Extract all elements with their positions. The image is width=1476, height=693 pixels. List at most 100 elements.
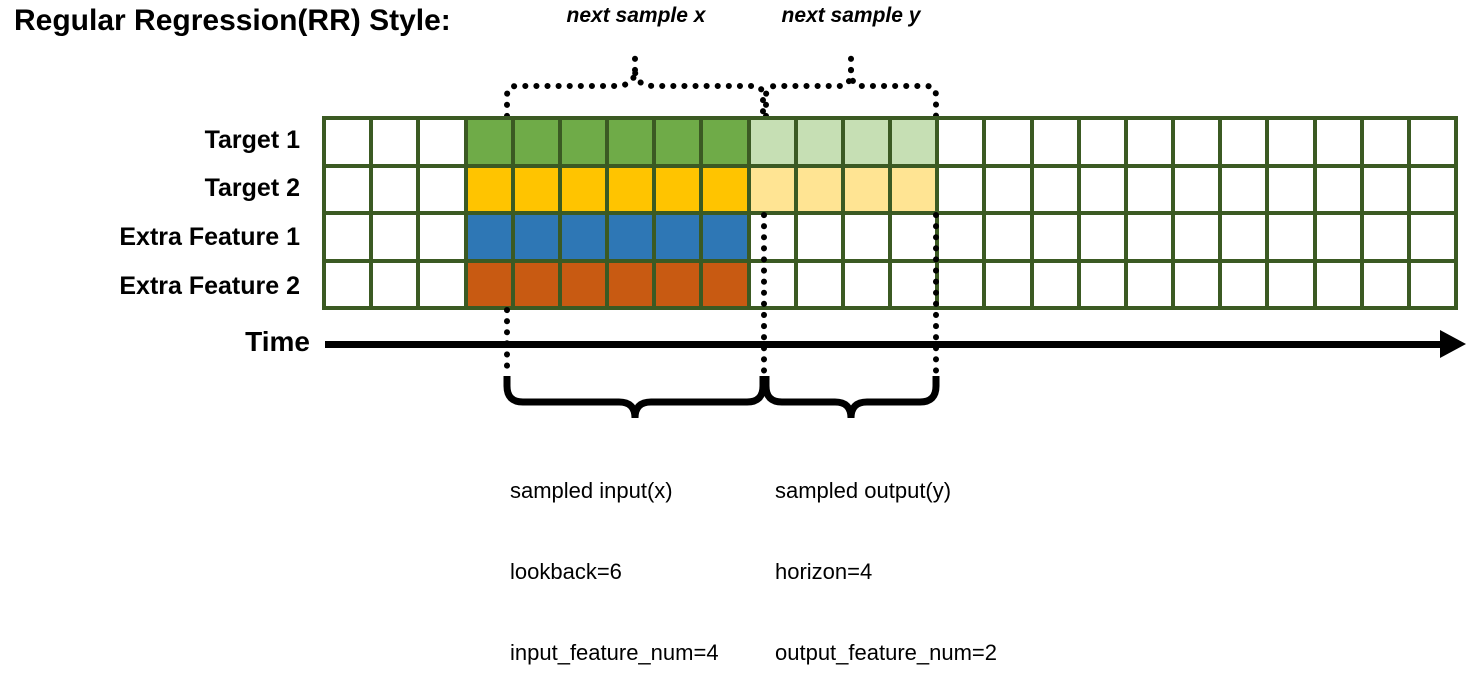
grid-cell-r2-c15-empty [986,167,1030,211]
grid-cell-r4-c3-empty [420,262,464,306]
grid-cell-r3-c3-empty [420,215,464,259]
grid-cell-r2-c11-target2-faded [797,167,841,211]
time-axis-label: Time [245,326,310,357]
grid-cell-r2-c21-empty [1269,167,1313,211]
grid-cell-r4-c8-extra-feature-2 [656,262,700,306]
grid-cell-r3-c23-empty [1363,215,1407,259]
grid-cell-r4-c15-empty [986,262,1030,306]
grid-cell-r1-c14-empty [939,120,983,164]
grid-cell-r4-c7-extra-feature-2 [609,262,653,306]
grid-cell-r1-c19-empty [1175,120,1219,164]
grid-cell-r1-c5-target1 [514,120,558,164]
grid-cell-r2-c2-empty [373,167,417,211]
grid-cell-r3-c18-empty [1127,215,1171,259]
grid-cell-r2-c6-target2 [561,167,605,211]
annotation-sampled-input: sampled input(x) lookback=6 input_featur… [510,423,719,693]
grid-cell-r2-c17-empty [1080,167,1124,211]
grid-cell-r1-c1-empty [326,120,370,164]
grid-cell-r3-c15-empty [986,215,1030,259]
grid-cell-r4-c21-empty [1269,262,1313,306]
time-axis-arrow-icon [1440,330,1466,358]
grid-cell-r2-c24-empty [1410,167,1454,211]
grid-cell-r3-c24-empty [1410,215,1454,259]
row-label-extra-feature-1: Extra Feature 1 [119,223,300,251]
grid-cell-r4-c18-empty [1127,262,1171,306]
grid-cell-r1-c22-empty [1316,120,1360,164]
grid-cell-r3-c4-extra-feature-1 [467,215,511,259]
grid-cell-r2-c8-target2 [656,167,700,211]
grid-cell-r2-c4-target2 [467,167,511,211]
grid-cell-r3-c21-empty [1269,215,1313,259]
grid-cell-r2-c14-empty [939,167,983,211]
grid-cell-r1-c20-empty [1222,120,1266,164]
grid-cell-r2-c23-empty [1363,167,1407,211]
grid-cell-r4-c5-extra-feature-2 [514,262,558,306]
grid-cell-r4-c24-empty [1410,262,1454,306]
grid-cell-r4-c9-extra-feature-2 [703,262,747,306]
annotation-sampled-output: sampled output(y) horizon=4 output_featu… [775,423,997,693]
grid-cell-r3-c17-empty [1080,215,1124,259]
grid-cell-r1-c13-target1-faded [892,120,936,164]
grid-cell-r1-c11-target1-faded [797,120,841,164]
grid-cell-r2-c16-empty [1033,167,1077,211]
grid-cell-r3-c16-empty [1033,215,1077,259]
grid-cell-r4-c19-empty [1175,262,1219,306]
grid-cell-r3-c19-empty [1175,215,1219,259]
grid-cell-r3-c5-extra-feature-1 [514,215,558,259]
grid-cell-r3-c22-empty [1316,215,1360,259]
grid-cell-r1-c24-empty [1410,120,1454,164]
grid-cell-r2-c7-target2 [609,167,653,211]
grid-cell-r1-c18-empty [1127,120,1171,164]
grid-cell-r1-c7-target1 [609,120,653,164]
grid-cell-r4-c12-empty [844,262,888,306]
grid-cell-r3-c13-empty [892,215,936,259]
grid-cell-r2-c1-empty [326,167,370,211]
annotation-output-line-3: output_feature_num=2 [775,640,998,665]
annotation-input-line-1: sampled input(x) [510,478,673,503]
row-label-target-2: Target 2 [204,174,300,202]
grid-cell-r1-c3-empty [420,120,464,164]
grid-cell-r4-c13-empty [892,262,936,306]
grid-cell-r3-c7-extra-feature-1 [609,215,653,259]
grid-cell-r3-c1-empty [326,215,370,259]
grid-cell-r4-c23-empty [1363,262,1407,306]
grid-cell-r2-c22-empty [1316,167,1360,211]
grid-cell-r3-c11-empty [797,215,841,259]
grid-cell-r4-c1-empty [326,262,370,306]
grid-cell-r4-c2-empty [373,262,417,306]
grid-cell-r2-c5-target2 [514,167,558,211]
grid-cell-r4-c16-empty [1033,262,1077,306]
row-label-target-1: Target 1 [204,126,300,154]
grid-cell-r1-c21-empty [1269,120,1313,164]
page-title: Regular Regression(RR) Style: [14,4,451,37]
grid-cell-r3-c2-empty [373,215,417,259]
grid-cell-r2-c20-empty [1222,167,1266,211]
grid-cell-r3-c8-extra-feature-1 [656,215,700,259]
grid-cell-r2-c9-target2 [703,167,747,211]
grid-cell-r3-c9-extra-feature-1 [703,215,747,259]
row-label-extra-feature-2: Extra Feature 2 [119,272,300,300]
grid-cell-r2-c10-target2-faded [750,167,794,211]
brace-caption-next-sample-y: next sample y [781,4,921,27]
grid-cell-r4-c14-empty [939,262,983,306]
top-dotted-braces [504,53,939,119]
grid-cell-r1-c9-target1 [703,120,747,164]
grid-cell-r1-c16-empty [1033,120,1077,164]
grid-cell-r1-c6-target1 [561,120,605,164]
time-axis-line [325,341,1450,348]
grid-cell-r2-c18-empty [1127,167,1171,211]
grid-cell-r3-c14-empty [939,215,983,259]
grid-cell-r1-c4-target1 [467,120,511,164]
grid-cell-r4-c10-empty [750,262,794,306]
timeseries-grid [322,116,1458,310]
grid-cell-r3-c6-extra-feature-1 [561,215,605,259]
grid-cell-r1-c23-empty [1363,120,1407,164]
grid-cell-r1-c17-empty [1080,120,1124,164]
grid-cell-r1-c10-target1-faded [750,120,794,164]
grid-cell-r2-c19-empty [1175,167,1219,211]
grid-cell-r4-c22-empty [1316,262,1360,306]
annotation-output-line-1: sampled output(y) [775,478,952,503]
bottom-braces [503,376,940,419]
grid-cell-r3-c20-empty [1222,215,1266,259]
grid-cell-r4-c11-empty [797,262,841,306]
